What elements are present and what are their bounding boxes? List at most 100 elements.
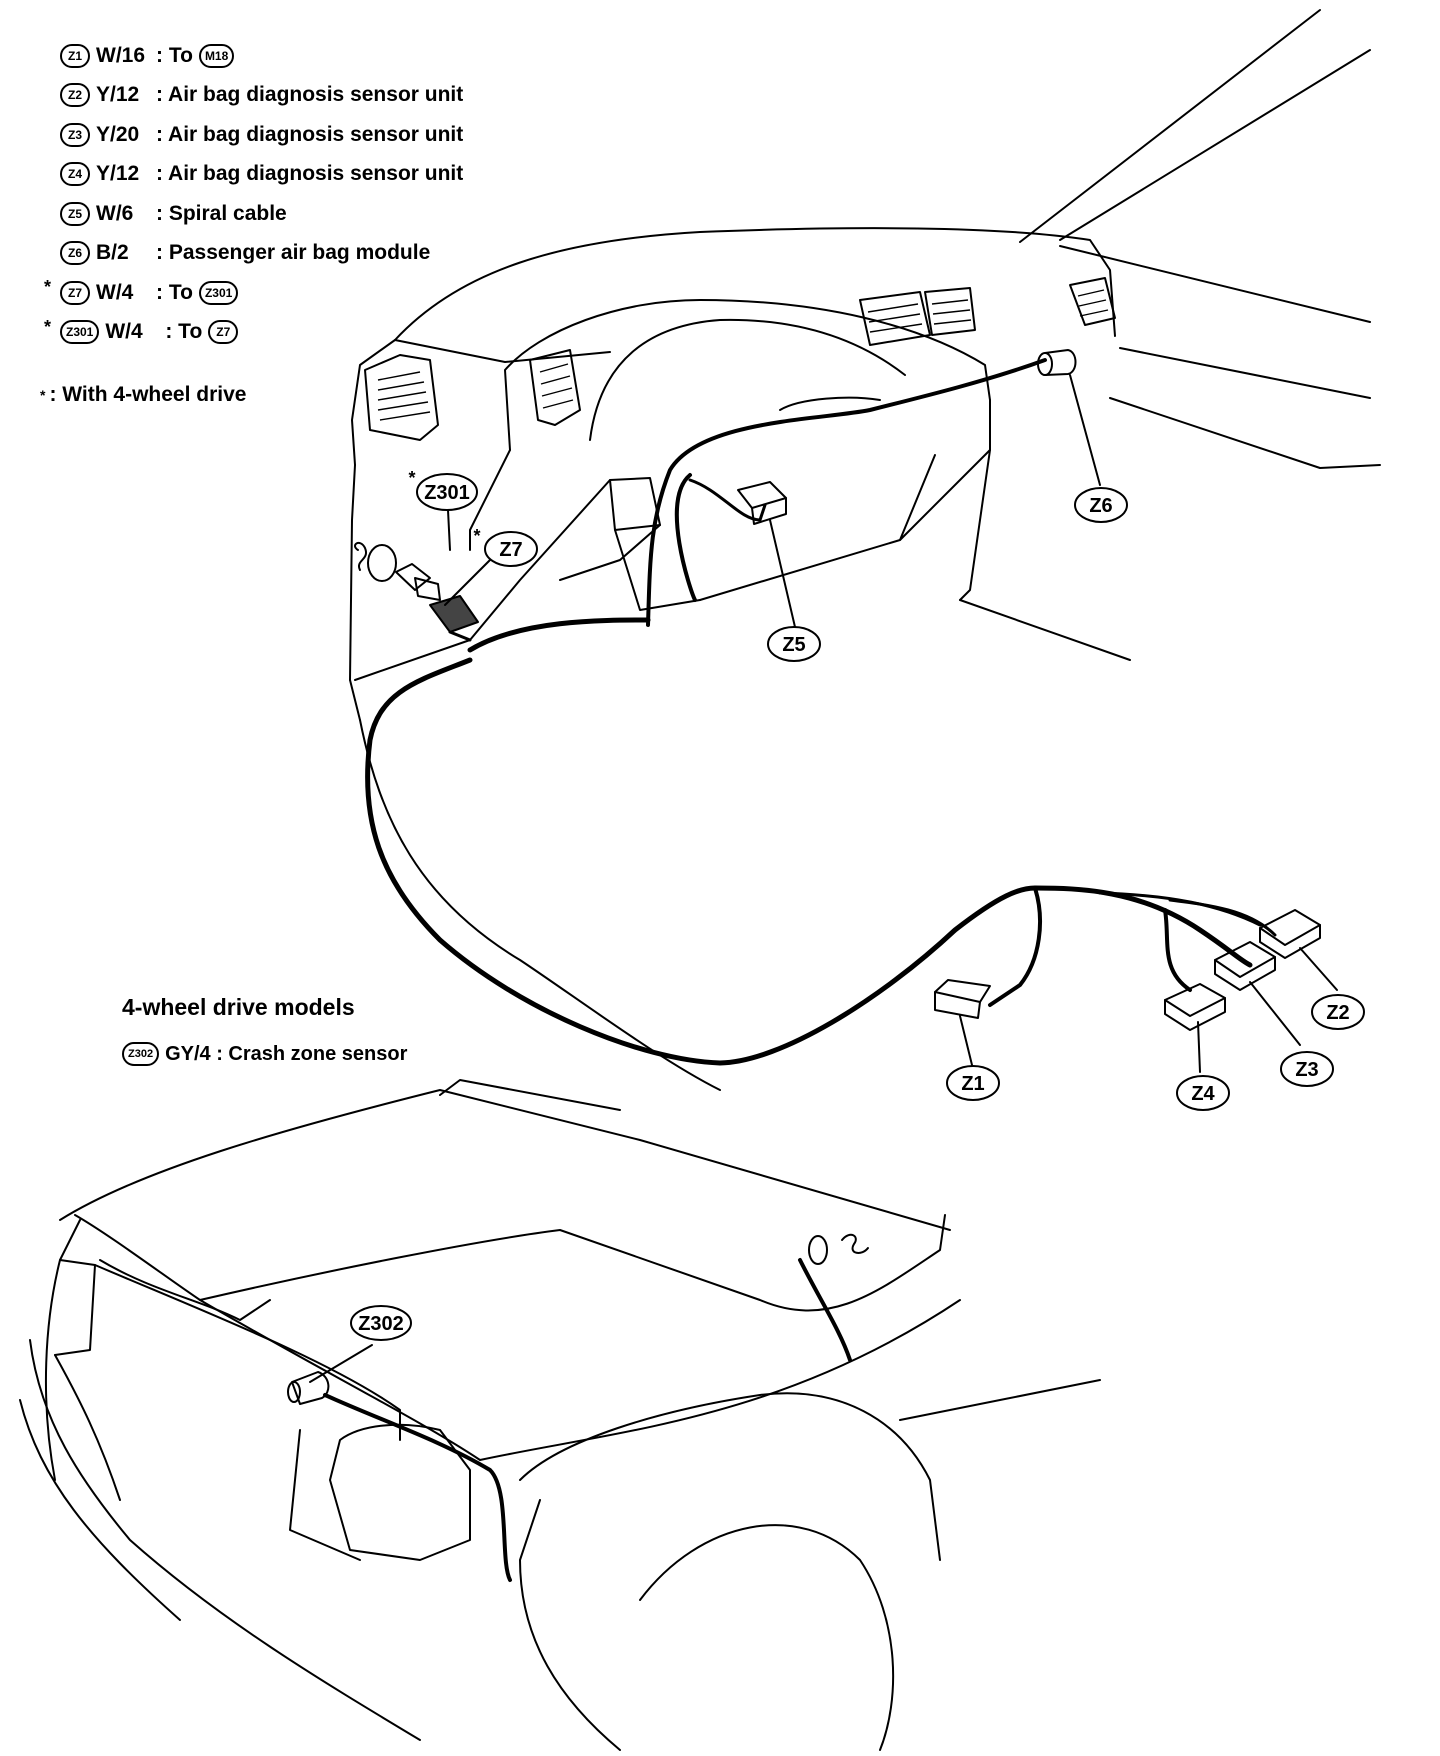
z1-connector-side [934,991,981,1019]
connector-code: GY/4 [165,1042,211,1065]
z1-connector-top [934,979,991,1003]
bumper-left [54,1354,121,1501]
center-vent-1 [859,291,931,346]
z301-connector [395,563,431,591]
z301-leader [447,509,451,551]
legend-row-z4: Z4 Y/12 : Air bag diagnosis sensor unit [40,155,560,195]
center-vent-2 [924,287,976,336]
hood-rear-edge [59,1089,951,1231]
connector-code: Y/20 [96,122,140,146]
center-left-vent-slats [539,363,574,409]
z4-leader [1197,1021,1201,1073]
connector-id-pill: Z1 [60,43,90,68]
z6-leader [1069,374,1101,486]
connector-id-pill: Z2 [60,83,90,108]
kick-panel-edge [349,464,356,681]
callout-z6-label: Z6 [1089,495,1112,517]
connector-id-pill: Z301 [60,320,100,345]
legend-row-z1: Z1 W/16 : To M18 [40,36,560,76]
dashboard-top [394,227,1116,341]
connector-code: W/6 [96,201,134,225]
fender-lower [519,1499,621,1751]
z301-connector-body [414,577,441,601]
z7-connector [429,595,479,633]
callout-z301-star: * [408,468,415,488]
column-lower [614,529,701,611]
grille-top [99,1259,271,1321]
roof-line [1059,49,1371,241]
z302-harness-rear [798,1258,852,1362]
center-left-vent [529,349,581,426]
under-dash-panel [559,524,661,581]
four-wheel-drive-note: *: With 4-wheel drive [40,383,246,407]
lower-dash-trim [699,449,991,601]
z4-connector-side [1164,997,1226,1031]
z6-connector [1044,349,1077,376]
headlamp-right [329,1423,471,1561]
harness-branch-z4 [1163,908,1192,992]
connector-description: : Air bag diagnosis sensor unit [156,122,464,146]
z6-cap [1037,352,1053,376]
callout-z301-bubble [416,473,478,511]
center-vent-2-slats [931,299,972,325]
legend-row-z7: * Z7 W/4 : To Z301 [40,273,560,313]
connector-code: Y/12 [96,83,140,107]
connector-description: : To [156,43,193,67]
z301-wire-curl [354,541,368,571]
connector-description: : Passenger air bag module [156,241,431,265]
main-harness [365,657,1253,1066]
z7-leader [444,559,491,606]
z2-connector-top [1259,909,1321,946]
callout-z5-bubble [767,626,821,662]
callout-z7-star: * [473,526,480,546]
floor-sill-line [359,719,721,1091]
connector-ref-pill: M18 [198,43,235,68]
door-bottom-line [1109,397,1381,469]
hood-front-edge [74,1214,946,1312]
headlamp-left [54,1259,96,1356]
connector-code: B/2 [96,241,129,265]
callout-z7-label: Z7 [499,539,522,561]
callout-z3-bubble [1280,1051,1334,1087]
hood-cowl [439,1079,621,1111]
bumper-valance [19,1399,181,1621]
bumper-lower [29,1339,421,1741]
cluster-lip [779,396,881,411]
right-vent-slats [1077,289,1109,317]
front-wheel [639,1524,895,1751]
callout-z1-bubble [946,1065,1000,1101]
callout-z301-label: Z301 [424,482,470,504]
callout-z5-label: Z5 [782,634,805,656]
callout-z7-bubble [484,531,538,567]
connector-id-pill: Z4 [60,162,90,187]
door-line-lower [1119,347,1371,399]
z302-sensor [291,1371,330,1405]
headlamp-housing [289,1429,361,1561]
legend-row-z301: * Z301 W/4 : To Z7 [40,313,560,353]
connector-id-pill: Z6 [60,241,90,266]
z5-connector-top [737,481,787,509]
floor-left-line [354,639,471,681]
dash-harness [646,358,1047,627]
center-vent-1-slats [867,303,923,333]
column-cover [609,477,661,531]
console-edge [899,454,936,541]
windshield-pillar-line [1019,9,1321,243]
dash-right-lower [959,399,991,601]
floor-right-line [959,599,1131,661]
four-wd-models-title: 4-wheel drive models [122,994,355,1020]
connector-ref-pill: Z301 [198,280,239,305]
spiral-loop [674,473,697,602]
harness-branch-z1 [988,886,1042,1007]
connector-code: W/4 [96,280,134,304]
four-wd-legend-row: Z302 GY/4 : Crash zone sensor [122,1042,407,1066]
z302-sensor-cap [287,1381,301,1403]
connector-id-pill: Z3 [60,122,90,147]
legend-star: * [44,316,52,337]
callout-z1-label: Z1 [961,1073,984,1095]
connector-code: W/4 [105,320,143,344]
floor-corner [349,679,361,721]
callout-z4-bubble [1176,1075,1230,1111]
